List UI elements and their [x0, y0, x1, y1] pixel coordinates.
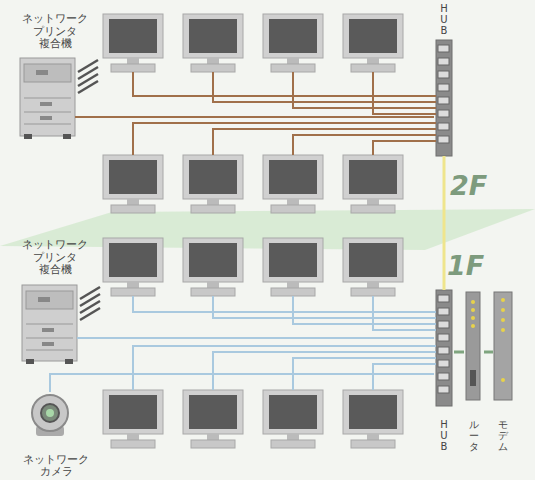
computer-cable — [293, 296, 436, 324]
port — [470, 370, 476, 386]
camera-figure — [32, 395, 68, 436]
port — [438, 45, 449, 52]
cable-connector — [443, 156, 446, 290]
computer-figure — [343, 155, 403, 213]
computer-figure — [103, 14, 163, 72]
router-node: ルータ — [464, 292, 484, 452]
floor-label: 2F — [450, 172, 487, 199]
cable-stub — [75, 116, 95, 118]
indicator — [471, 316, 475, 320]
port — [438, 360, 449, 367]
cable-connector — [50, 374, 434, 392]
computer-cable — [133, 123, 436, 155]
port-set — [438, 45, 505, 393]
printer-figure — [20, 58, 98, 139]
cable-stub — [77, 337, 95, 339]
computer-figure — [343, 14, 403, 72]
port — [438, 386, 449, 393]
indicator — [501, 308, 505, 312]
modem-figure — [494, 292, 512, 400]
node-label: ネットワーク プリンタ 複合機 — [21, 238, 89, 276]
hub-node: HUB — [434, 3, 454, 156]
hub-node: HUB — [434, 290, 454, 452]
printer-figure — [22, 285, 100, 364]
port — [438, 334, 449, 341]
printer-node: ネットワーク プリンタ 複合機 — [16, 12, 94, 136]
cable-connector — [94, 337, 434, 339]
floor-label: 1F — [447, 252, 484, 279]
indicator — [471, 308, 475, 312]
port — [438, 97, 449, 104]
indicator — [501, 378, 505, 382]
computer-figure — [183, 238, 243, 296]
computer-cable — [373, 364, 436, 390]
computer-figure — [263, 14, 323, 72]
computer-figure — [183, 14, 243, 72]
node-label: HUB — [439, 3, 449, 36]
indicator — [471, 300, 475, 304]
computer-cable — [133, 296, 436, 312]
indicator — [501, 328, 505, 332]
computer-cable — [373, 72, 436, 114]
node-label: HUB — [439, 419, 449, 452]
computer-figure — [103, 155, 163, 213]
node-label: ルータ — [469, 419, 479, 452]
port — [438, 136, 449, 143]
computer-cable — [213, 72, 436, 102]
computer-cable — [213, 352, 436, 390]
indicator — [471, 324, 475, 328]
computer-figure — [103, 238, 163, 296]
hub-figure — [436, 40, 452, 156]
port — [438, 71, 449, 78]
port — [438, 58, 449, 65]
computer-cable — [213, 296, 436, 318]
port — [438, 373, 449, 380]
computer-cable — [373, 141, 436, 155]
computer-cable — [293, 72, 436, 108]
computer-figure — [183, 390, 243, 448]
node-label: ネットワーク カメラ — [22, 453, 90, 478]
cable-connector — [484, 351, 493, 354]
computer-cable — [373, 296, 436, 330]
cable-connector — [454, 351, 464, 354]
port — [438, 347, 449, 354]
computer-figure — [343, 238, 403, 296]
computer-figure — [263, 238, 323, 296]
computer-figure — [263, 155, 323, 213]
camera-node: ネットワーク カメラ — [14, 392, 98, 478]
port — [438, 321, 449, 328]
port — [438, 84, 449, 91]
computer-cable — [293, 135, 436, 155]
computer-cable — [133, 72, 436, 96]
computer-cable — [133, 346, 436, 390]
indicator — [501, 318, 505, 322]
node-label: モデム — [498, 419, 508, 452]
port — [438, 295, 449, 302]
modem-node: モデム — [493, 292, 513, 452]
router-figure — [466, 292, 480, 400]
node-label: ネットワーク プリンタ 複合機 — [21, 12, 89, 50]
computer-figure — [343, 390, 403, 448]
printer-node: ネットワーク プリンタ 複合機 — [16, 238, 94, 362]
computer-figure — [103, 390, 163, 448]
computer-figure — [183, 155, 243, 213]
hub-figure — [436, 290, 452, 406]
computer-cable — [213, 129, 436, 155]
indicator — [501, 298, 505, 302]
port — [438, 308, 449, 315]
port — [438, 110, 449, 117]
port — [438, 123, 449, 130]
computer-figure — [263, 390, 323, 448]
cable-connector — [94, 116, 434, 118]
